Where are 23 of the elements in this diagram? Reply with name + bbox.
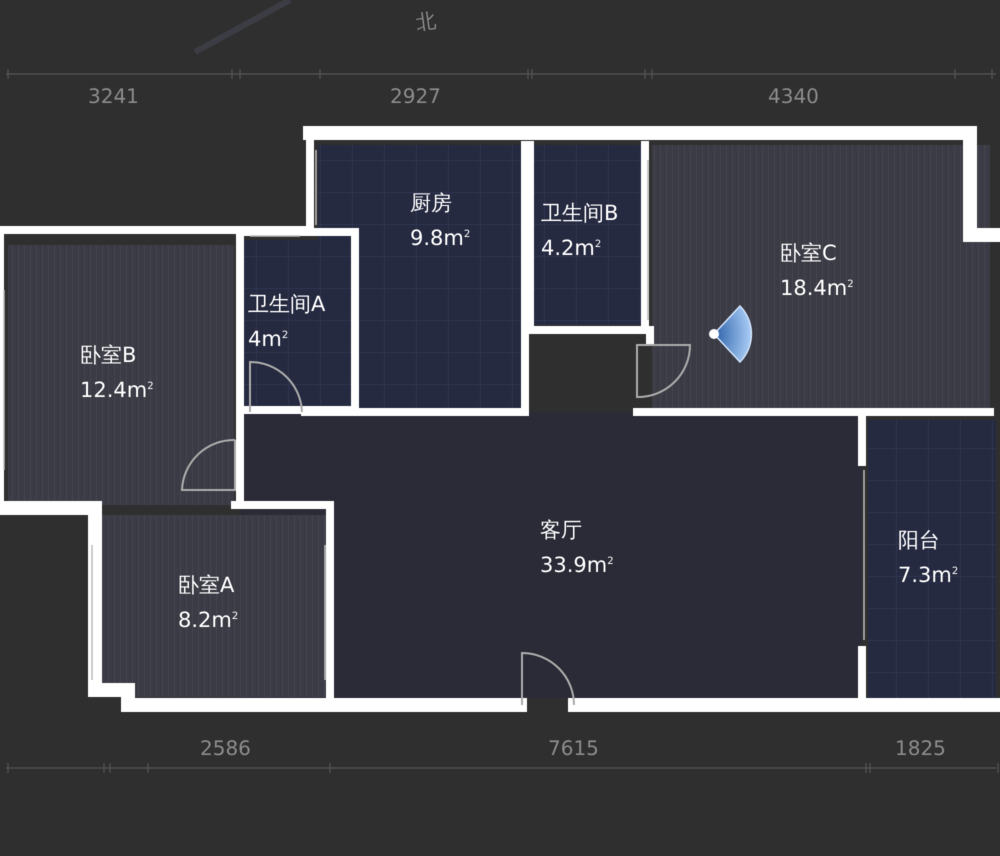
- room-area-value: 8.2m$^{2}$: [178, 607, 238, 634]
- room-name: 卧室B: [80, 342, 136, 369]
- room-name: 客厅: [540, 517, 582, 544]
- room-area-value: 4m$^{2}$: [248, 326, 288, 353]
- room-name: 阳台: [898, 527, 940, 554]
- room-name: 厨房: [410, 190, 452, 217]
- dimension-label: 2927: [390, 84, 441, 108]
- room-name: 卫生间B: [541, 200, 618, 227]
- dimension-label: 1825: [895, 736, 946, 760]
- room-name: 卧室A: [178, 572, 234, 599]
- dimension-label: 2586: [200, 736, 251, 760]
- dimension-label: 7615: [548, 736, 599, 760]
- room-area-value: 18.4m$^{2}$: [780, 275, 854, 302]
- room-area-value: 7.3m$^{2}$: [898, 562, 958, 589]
- room-name: 卧室C: [780, 240, 837, 267]
- room-name: 卫生间A: [248, 291, 326, 318]
- room-area-value: 4.2m$^{2}$: [541, 235, 602, 262]
- room-area-value: 12.4m$^{2}$: [80, 377, 154, 404]
- room-area-value: 9.8m$^{2}$: [410, 225, 470, 252]
- compass-north-label: 北: [414, 6, 438, 36]
- room-area-value: 33.9m$^{2}$: [540, 552, 614, 579]
- dimension-label: 4340: [768, 84, 819, 108]
- dimension-label: 3241: [88, 84, 139, 108]
